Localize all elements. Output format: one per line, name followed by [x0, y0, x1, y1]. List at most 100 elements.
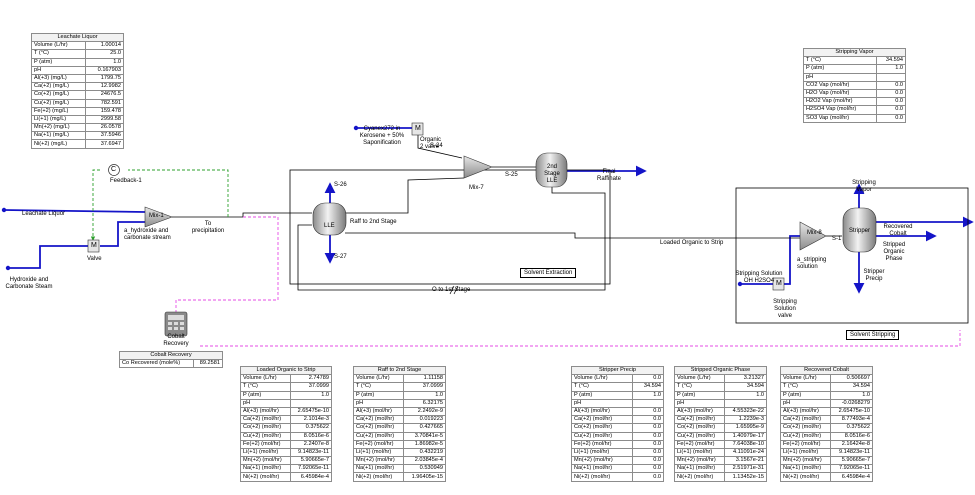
row-value: 1.0 [289, 390, 333, 400]
table-row: pH [570, 398, 664, 408]
table-row: Li(+1) (mol/hr)0.432219 [352, 447, 446, 458]
row-label: Co(+2) (mol/hr) [673, 423, 726, 433]
table-row: Ni(+2) (mg/L)37.6947 [30, 139, 124, 149]
table-row: Cu(+2) (mg/L)782.591 [30, 98, 124, 108]
table-row: Mn(+2) (mol/hr)3.1567e-21 [673, 456, 767, 466]
to-precipitation-label: To precipitation [191, 221, 225, 234]
row-label: Ca(+2) (mol/hr) [779, 415, 832, 425]
row-label: Mn(+2) (mol/hr) [352, 456, 405, 466]
row-value: 0.427665 [403, 423, 446, 433]
feedback-controller-shape [108, 164, 120, 176]
table-row: Volume (L/hr)0.0 [570, 374, 664, 384]
row-value: 89.2581 [192, 359, 224, 369]
row-value: 24676.5 [85, 90, 124, 100]
table-row: T (°C)34.594 [803, 56, 907, 66]
table-row: Na(+1) (mol/hr)0.530949 [352, 464, 446, 474]
table-row: T (°C)37.0999 [240, 382, 333, 392]
row-label: T (°C) [570, 382, 634, 392]
table-row: Ca(+2) (mol/hr)8.77493e-4 [779, 415, 873, 425]
table-row: Al(+3) (mg/L)1799.75 [30, 73, 124, 84]
feedback-label: Feedback-1 [110, 178, 142, 184]
row-value: 2.16424e-8 [830, 439, 873, 449]
row-label: Al(+3) (mol/hr) [240, 406, 291, 417]
table-row: SO3 Vap (mol/hr)0.0 [803, 113, 907, 123]
row-value: 37.5946 [85, 131, 124, 141]
row-label: Cu(+2) (mol/hr) [240, 431, 291, 441]
cobalt-recovery-icon-label: Cobalt Recovery [163, 334, 189, 347]
table-row: Cu(+2) (mol/hr)8.0516e-6 [240, 431, 333, 441]
table-row: P (atm)1.0 [30, 57, 124, 67]
row-label: Fe(+2) (mol/hr) [673, 439, 726, 449]
row-value: 0.0 [875, 88, 907, 99]
row-label: Ca(+2) (mol/hr) [352, 415, 405, 425]
row-value: 12.9982 [85, 82, 124, 92]
table-row: Co(+2) (mol/hr)0.0 [570, 423, 664, 433]
row-label: Fe(+2) (mol/hr) [779, 439, 832, 449]
row-value: 0.0 [632, 431, 664, 441]
table-row: Ni(+2) (mol/hr)6.45984e-4 [779, 472, 873, 482]
row-label: Ca(+2) (mol/hr) [570, 415, 634, 425]
table-row: Fe(+2) (mol/hr)7.64038e-10 [673, 439, 767, 449]
table-row: P (atm)1.0 [570, 390, 664, 400]
row-value: 0.0 [632, 406, 664, 417]
row-value: 8.77493e-4 [830, 415, 873, 425]
row-value: 26.0578 [85, 123, 124, 133]
row-label: Ni(+2) (mol/hr) [240, 472, 291, 482]
row-label: pH [352, 398, 405, 408]
lle2-vessel [535, 152, 568, 188]
row-value: 2.2407e-8 [289, 439, 333, 449]
stream-raff-to-2nd [345, 177, 465, 214]
cyanex-label: Cyanex272 in Kerosene + 50% Saponificati… [359, 126, 405, 146]
table-row: Cu(+2) (mol/hr)1.40979e-17 [673, 431, 767, 441]
table-row: Na(+1) (mg/L)37.5946 [30, 131, 124, 141]
stripping-valve-shape [772, 277, 785, 291]
row-label: Mn(+2) (mol/hr) [570, 456, 634, 466]
row-label: Li(+1) (mol/hr) [352, 447, 405, 458]
row-label: T (°C) [803, 56, 877, 66]
table-title: Raff to 2nd Stage [353, 365, 446, 376]
table-row: Li(+1) (mol/hr)9.14823e-11 [240, 447, 333, 458]
mix-1-label: Mix-1 [149, 213, 164, 219]
row-label: Cu(+2) (mol/hr) [570, 431, 634, 441]
table-row: T (°C)34.594 [673, 382, 767, 392]
row-value: 0.0 [875, 97, 907, 107]
table-row: Na(+1) (mol/hr)2.51971e-31 [673, 464, 767, 474]
solvent-extraction-tag: Solvent Extraction [520, 268, 577, 278]
row-value: 2.74789 [289, 374, 333, 384]
solvent-stripping-tag: Solvent Stripping [846, 330, 900, 340]
row-value: 4.55323e-22 [724, 406, 767, 417]
row-value: 0.506697 [830, 374, 873, 384]
row-label: Ca(+2) (mol/hr) [240, 415, 291, 425]
row-label: Na(+1) (mol/hr) [779, 464, 832, 474]
row-value: 37.6947 [85, 139, 124, 149]
stream-o-to-1st [297, 187, 606, 291]
row-label: Na(+1) (mol/hr) [352, 464, 405, 474]
row-label: Al(+3) (mol/hr) [779, 406, 832, 417]
row-value: 4.11091e-24 [724, 447, 767, 458]
row-label: pH [673, 398, 726, 408]
recycle-loop [90, 169, 229, 241]
row-label: pH [803, 72, 877, 82]
mix-8-label: Mix-8 [807, 230, 822, 236]
row-value: 0.432219 [403, 447, 446, 458]
table-row: pH [673, 398, 767, 408]
row-label: P (atm) [240, 390, 291, 400]
row-value: 0.375622 [289, 423, 333, 433]
row-value: 2.2492e-9 [403, 406, 446, 417]
row-value [724, 398, 767, 408]
table-row: Na(+1) (mol/hr)7.92065e-11 [240, 464, 333, 474]
stripped-organic-label: Stripped Organic Phase [882, 242, 906, 262]
table-row: Co(+2) (mol/hr)0.427665 [352, 423, 446, 433]
s25-label: S-25 [505, 172, 518, 178]
row-label: P (atm) [673, 390, 726, 400]
s26-label: S-26 [334, 182, 347, 188]
row-label: Fe(+2) (mg/L) [30, 106, 87, 116]
row-label: Co Recovered (mole%) [119, 359, 194, 369]
row-value: 34.594 [632, 382, 664, 392]
table-row: pH [240, 398, 333, 408]
table-row: Ni(+2) (mol/hr)1.13452e-15 [673, 472, 767, 482]
